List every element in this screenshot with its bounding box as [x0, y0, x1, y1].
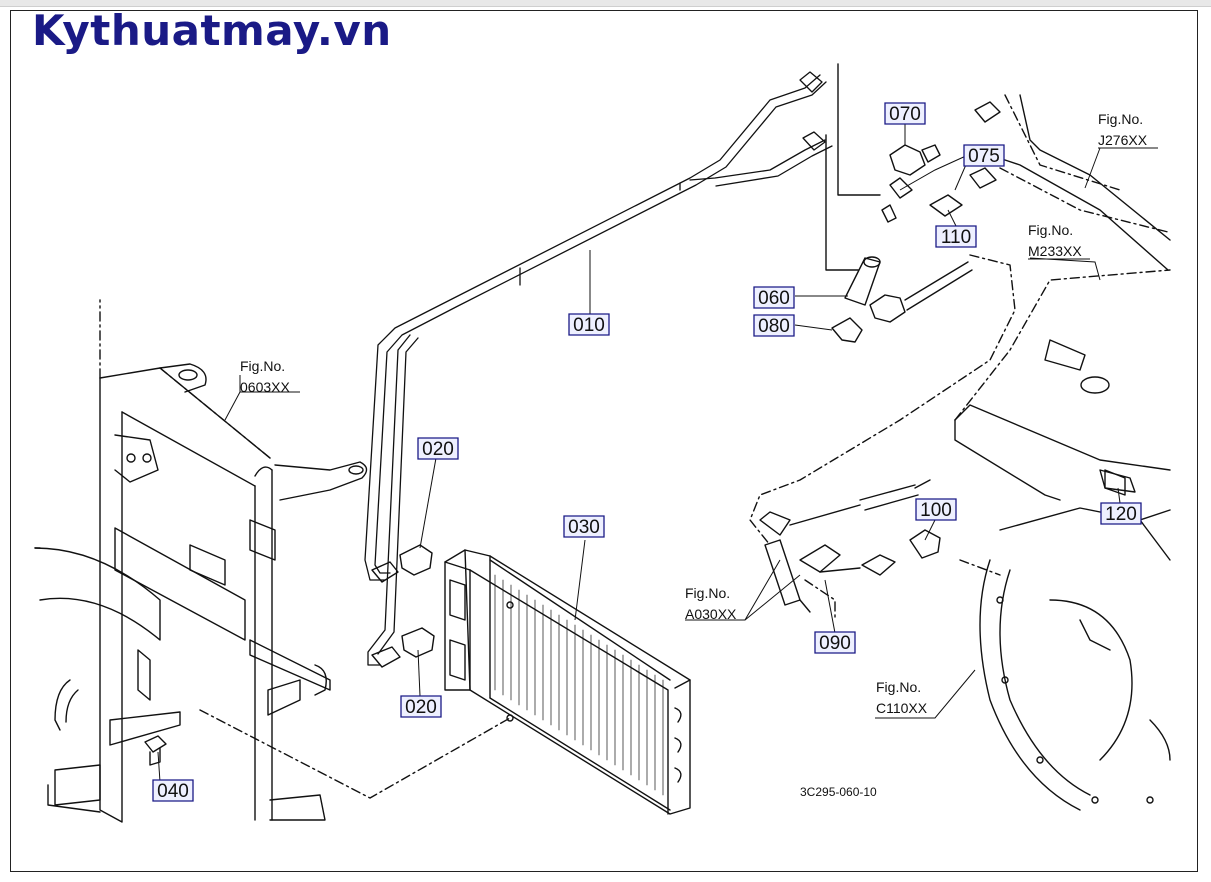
- part-label-text: 075: [968, 146, 1000, 167]
- part-label-text: 070: [889, 104, 921, 125]
- fig-ref-line1: Fig.No.: [685, 585, 730, 601]
- part-label-060[interactable]: 060: [754, 287, 794, 309]
- pipe-guides: [826, 64, 880, 270]
- fitting-060: [845, 257, 880, 305]
- part-label-text: 020: [422, 439, 454, 460]
- part-label-110[interactable]: 110: [936, 226, 976, 248]
- left-frame-assembly: [35, 364, 367, 822]
- fig-ref-c110[interactable]: Fig.No. C110XX: [876, 679, 928, 716]
- site-watermark: Kythuatmay.vn: [32, 6, 392, 55]
- diagram-border: [10, 10, 1198, 872]
- left-phantom-lines: [35, 300, 510, 798]
- elbow-020-lower: [372, 628, 434, 667]
- part-label-text: 010: [573, 315, 605, 336]
- fitting-110: [930, 195, 962, 216]
- fig-ref-m233[interactable]: Fig.No. M233XX: [1028, 222, 1090, 259]
- fitting-080: [832, 318, 862, 342]
- part-label-020-upper[interactable]: 020: [418, 438, 458, 460]
- part-label-text: 110: [941, 227, 971, 248]
- part-label-100[interactable]: 100: [916, 499, 956, 521]
- part-label-040[interactable]: 040: [153, 780, 193, 802]
- part-label-text: 090: [819, 633, 851, 654]
- fig-ref-line2: M233XX: [1028, 243, 1082, 259]
- fig-ref-line1: Fig.No.: [240, 358, 285, 374]
- fitting-075: [970, 102, 1000, 188]
- fig-ref-0603[interactable]: Fig.No. 0603XX: [240, 358, 290, 395]
- part-label-text: 040: [157, 781, 189, 802]
- part-label-075[interactable]: 075: [964, 145, 1004, 167]
- part-label-030[interactable]: 030: [564, 516, 604, 538]
- right-phantom-lines: [750, 95, 1170, 620]
- part-label-text: 020: [405, 697, 437, 718]
- part-label-text: 080: [758, 316, 790, 337]
- fig-ref-line1: Fig.No.: [1098, 111, 1143, 127]
- fig-ref-line2: C110XX: [876, 700, 928, 716]
- part-label-text: 060: [758, 288, 790, 309]
- part-label-080[interactable]: 080: [754, 315, 794, 337]
- cooler-fins: [495, 575, 663, 795]
- part-label-090[interactable]: 090: [815, 632, 855, 654]
- part-label-120[interactable]: 120: [1101, 503, 1141, 525]
- part-label-070[interactable]: 070: [885, 103, 925, 125]
- cable-assembly-090: [760, 480, 930, 612]
- elbow-100: [910, 530, 940, 558]
- fig-ref-j276[interactable]: Fig.No. J276XX: [1098, 111, 1158, 148]
- window-top-strip: [0, 0, 1211, 7]
- oil-cooler-030: [445, 550, 690, 814]
- part-label-010[interactable]: 010: [569, 314, 609, 336]
- fig-ref-a030[interactable]: Fig.No. A030XX: [685, 585, 737, 622]
- leader-lines: [158, 124, 1120, 782]
- diagram-code: 3C295-060-10: [800, 785, 877, 799]
- fitting-120: [1105, 470, 1125, 495]
- part-label-text: 030: [568, 517, 600, 538]
- fig-ref-line1: Fig.No.: [1028, 222, 1073, 238]
- fig-ref-line2: 0603XX: [240, 379, 290, 395]
- part-label-text: 100: [920, 500, 952, 521]
- part-label-text: 120: [1105, 504, 1137, 525]
- fig-ref-line1: Fig.No.: [876, 679, 921, 695]
- fig-ref-line2: J276XX: [1098, 132, 1148, 148]
- pipe-010: [365, 72, 832, 665]
- hose-m233: [870, 262, 972, 322]
- fig-ref-line2: A030XX: [685, 606, 737, 622]
- elbow-020-upper: [372, 545, 432, 582]
- part-label-020-lower[interactable]: 020: [401, 696, 441, 718]
- plug-040: [145, 736, 166, 765]
